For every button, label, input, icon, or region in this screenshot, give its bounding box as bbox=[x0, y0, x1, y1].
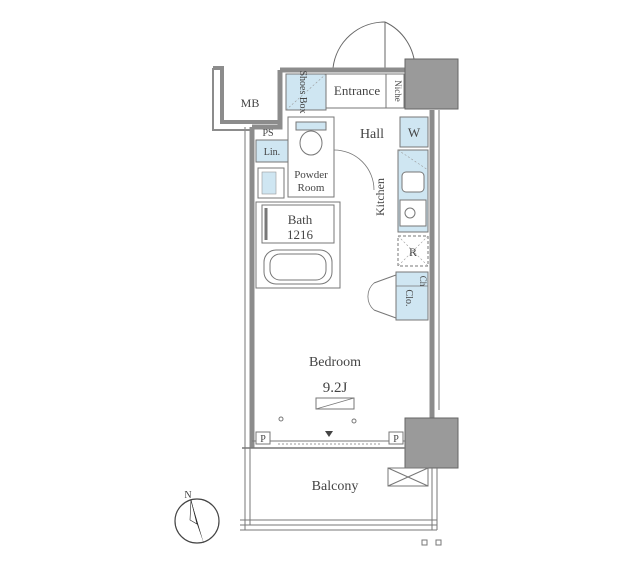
powder-room-label-line1: Powder bbox=[294, 169, 328, 181]
entrance-door-swing bbox=[332, 21, 416, 69]
drain-marks bbox=[421, 539, 442, 546]
column-top-right bbox=[404, 58, 459, 110]
kitchen-label: Kitchen bbox=[373, 178, 387, 216]
linen-label: Lin. bbox=[264, 147, 280, 158]
refrigerator-label: R bbox=[409, 245, 417, 259]
bedroom-size-label: 9.2J bbox=[323, 380, 348, 396]
bath-label-line1: Bath bbox=[288, 212, 313, 227]
compass-north-label: N bbox=[184, 490, 191, 501]
pipe-space-left bbox=[255, 431, 271, 445]
balcony-label: Balcony bbox=[312, 479, 359, 494]
powder-room bbox=[287, 116, 375, 198]
bedroom: Bedroom 9.2J bbox=[278, 355, 361, 437]
pipe-left-label: P bbox=[260, 434, 266, 445]
closet-ch-label: Ch bbox=[418, 276, 428, 287]
washer-space: W bbox=[399, 116, 429, 148]
refrigerator-space: R bbox=[397, 235, 429, 267]
mb-label: MB bbox=[241, 96, 260, 110]
ps-label: PS bbox=[262, 128, 273, 139]
compass: N bbox=[174, 490, 220, 544]
pipe-space-right bbox=[388, 431, 404, 445]
niche: Niche bbox=[385, 73, 405, 109]
shoes-box-label: Shoes Box bbox=[297, 70, 308, 113]
shoes-box: Shoes Box bbox=[285, 70, 327, 114]
powder-room-label-line2: Room bbox=[298, 182, 325, 194]
column-bottom-right bbox=[404, 417, 459, 469]
pipe-right-label: P bbox=[393, 434, 399, 445]
ps-lin-area: PS Lin. bbox=[255, 128, 289, 199]
closet-label: Clo. bbox=[403, 290, 414, 307]
inner-wall-lines bbox=[244, 110, 440, 448]
balcony bbox=[240, 448, 438, 531]
bedroom-label: Bedroom bbox=[309, 355, 361, 370]
window-sash bbox=[242, 440, 405, 449]
closet: Clo. Ch bbox=[367, 271, 429, 321]
bath bbox=[255, 201, 341, 289]
niche-label: Niche bbox=[393, 80, 403, 102]
outer-walls bbox=[249, 67, 435, 448]
hall-label: Hall bbox=[360, 127, 384, 142]
kitchen-counter: Kitchen bbox=[373, 149, 429, 233]
entrance-label: Entrance bbox=[334, 83, 380, 98]
entrance-area: Entrance bbox=[325, 73, 387, 109]
mb-closet: MB bbox=[212, 66, 280, 131]
bath-label-line2: 1216 bbox=[287, 227, 314, 242]
washer-label: W bbox=[408, 125, 421, 140]
